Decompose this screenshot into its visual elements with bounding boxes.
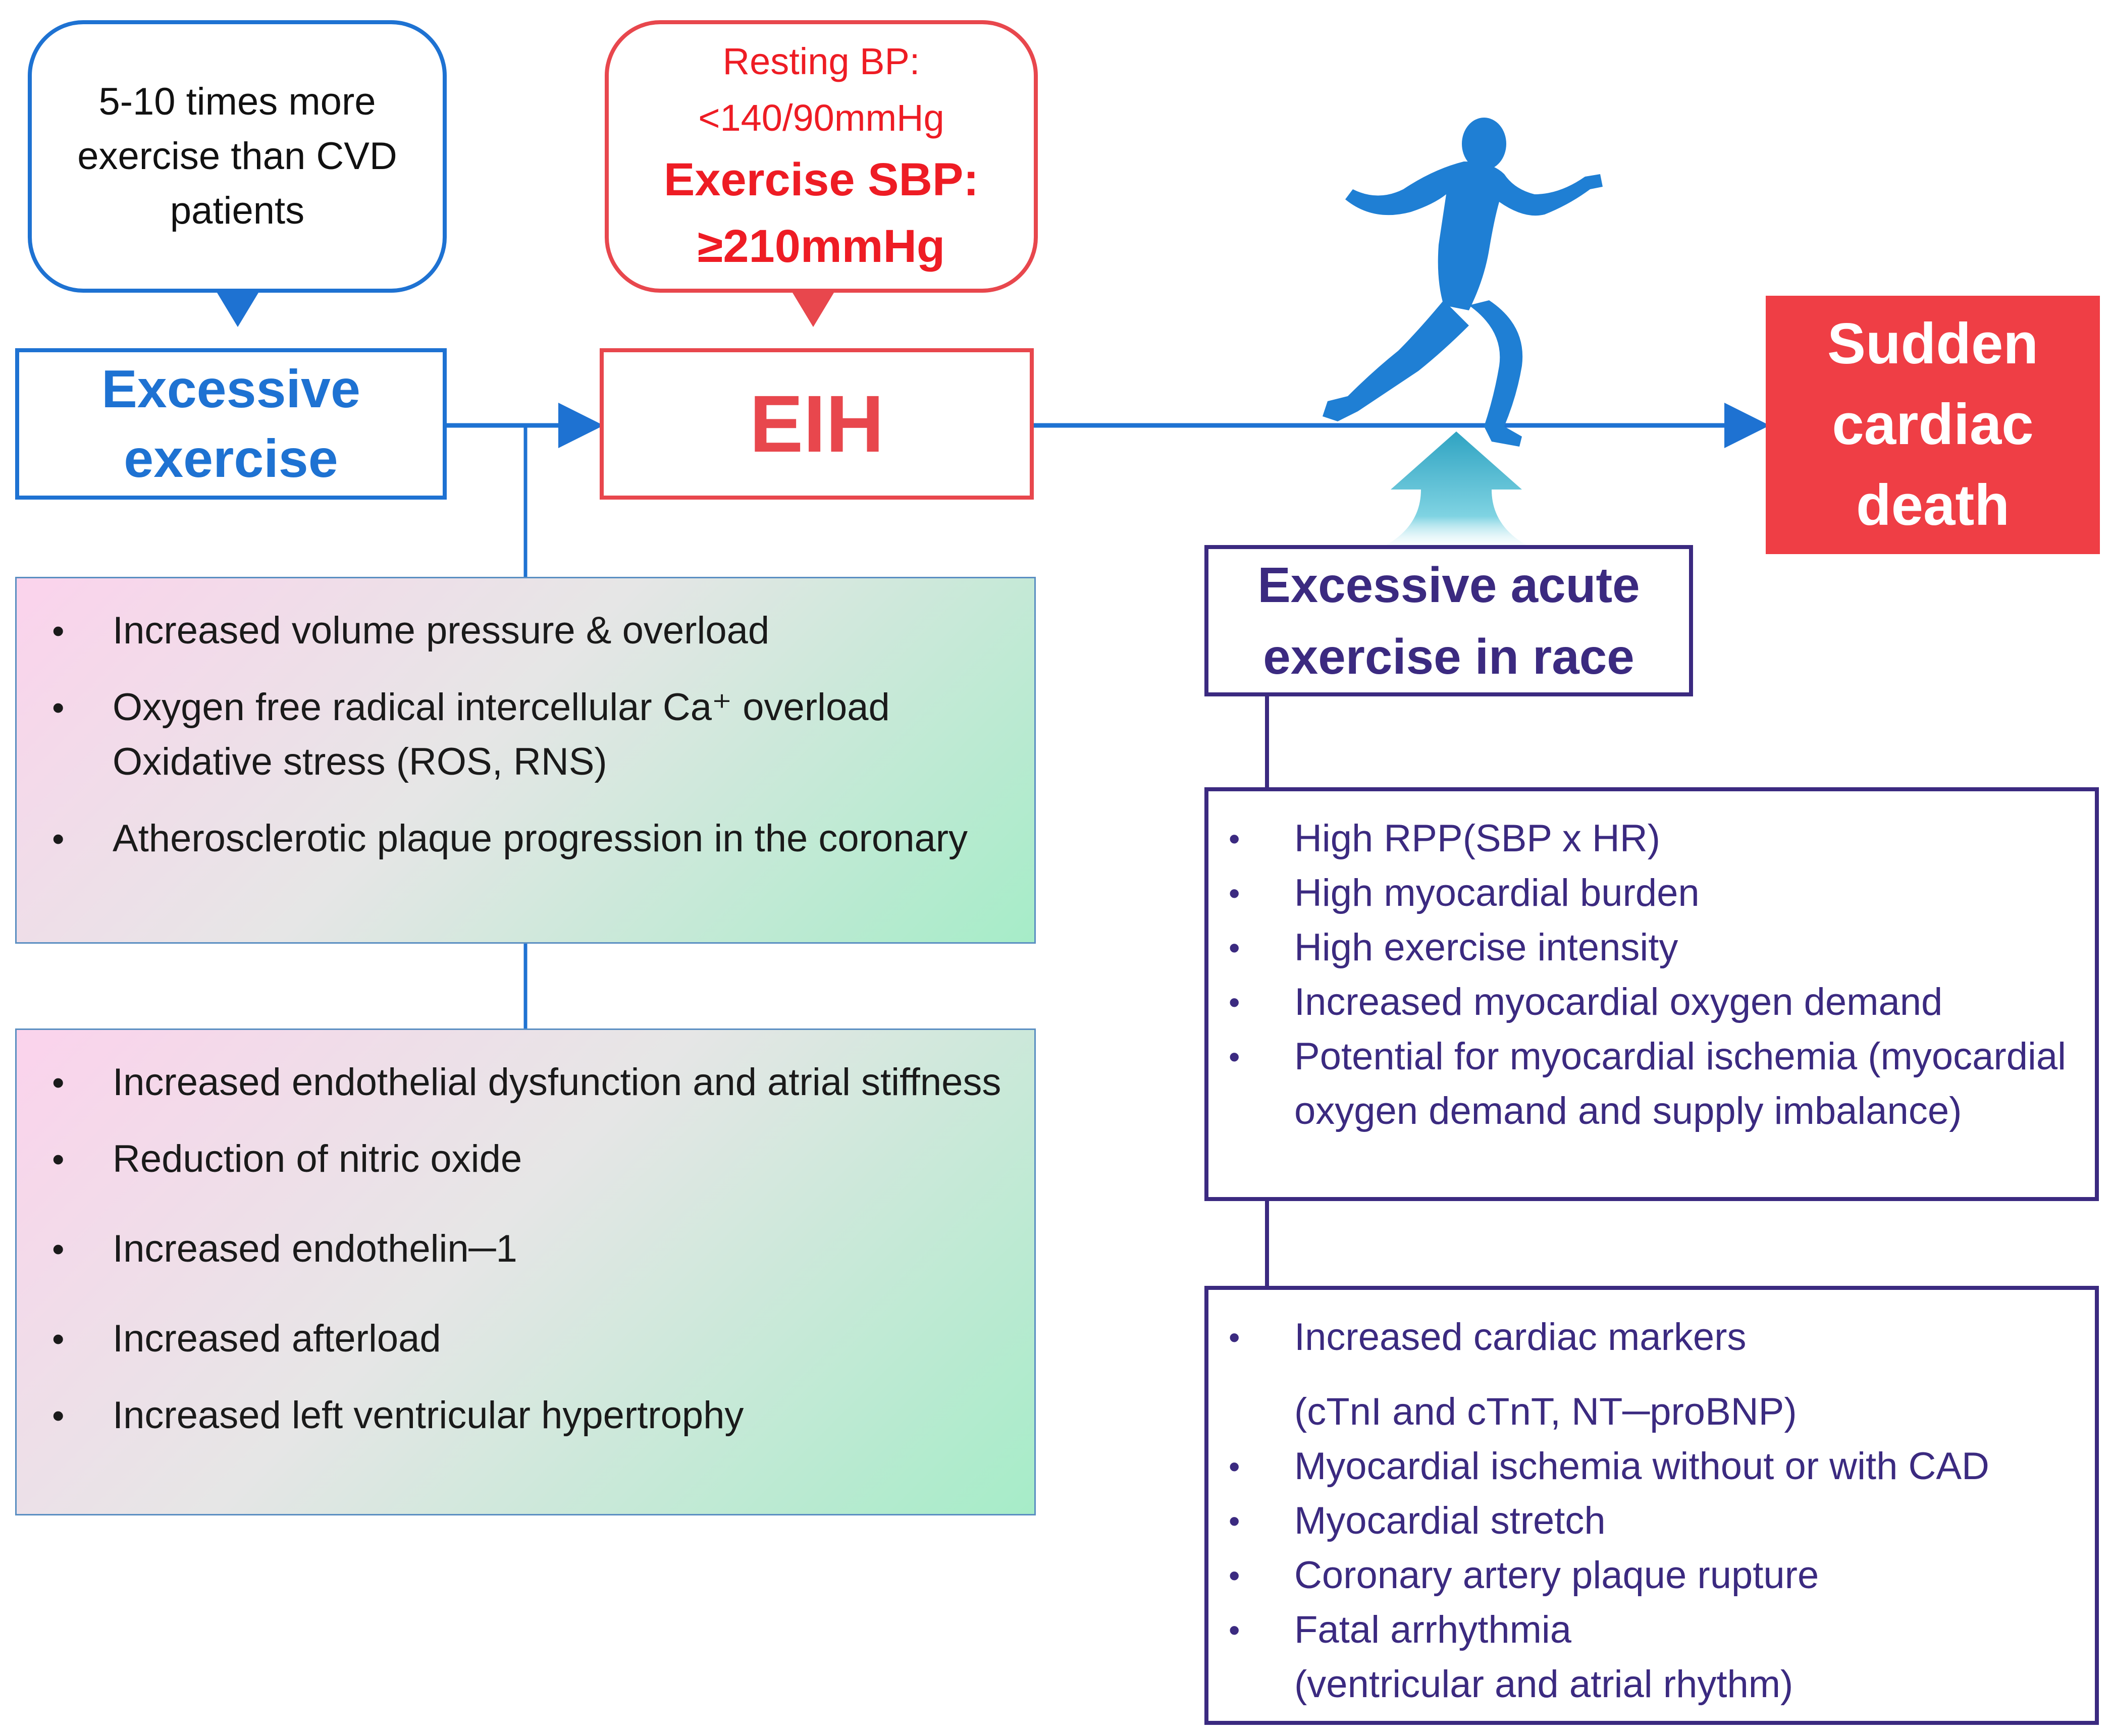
- upward-glow-arrow-icon: [1370, 431, 1542, 553]
- list-item: •Increased cardiac markers(cTnI and cTnT…: [1229, 1310, 2080, 1439]
- callout-exercise-volume: 5-10 times more exercise than CVD patien…: [28, 20, 447, 293]
- callout-exercise-volume-text: 5-10 times more exercise than CVD patien…: [77, 80, 397, 232]
- list-item: •Myocardial stretch: [1229, 1494, 2080, 1548]
- bullet-icon: •: [52, 688, 65, 727]
- node-sudden-cardiac-death: Sudden cardiac death: [1766, 296, 2100, 554]
- node-race-line1: Excessive acute: [1257, 557, 1640, 613]
- bullet-icon: •: [1229, 1557, 1240, 1594]
- bullet-icon: •: [52, 1396, 65, 1435]
- node-race-line2: exercise in race: [1263, 629, 1634, 684]
- bullet-icon: •: [52, 819, 65, 858]
- node-death-line3: death: [1856, 473, 2010, 537]
- callout-pointer-bp: [793, 293, 834, 327]
- node-death-line2: cardiac: [1832, 393, 2034, 457]
- node-eih-label: EIH: [749, 378, 884, 469]
- effects-primary-panel: •Increased volume pressure & overload •O…: [15, 577, 1036, 944]
- bullet-icon: •: [1229, 930, 1240, 966]
- list-item: •Fatal arrhythmia(ventricular and atrial…: [1229, 1603, 2080, 1712]
- exercise-sbp-label: Exercise SBP:: [664, 154, 979, 205]
- node-excessive-exercise-line2: exercise: [124, 429, 338, 489]
- exercise-sbp-value: ≥210mmHg: [697, 221, 945, 272]
- list-item: •Increased endothelin─1: [52, 1222, 1014, 1276]
- list-item: •Increased myocardial oxygen demand: [1229, 975, 2080, 1029]
- list-item: •Increased afterload: [52, 1312, 1014, 1366]
- list-item: • Atherosclerotic plaque progression in …: [52, 811, 1014, 866]
- resting-bp-value: <140/90mmHg: [698, 97, 944, 139]
- bullet-icon: •: [1229, 984, 1240, 1020]
- list-item: •Oxygen free radical intercellular Ca⁺ o…: [52, 680, 1014, 789]
- list-item: •Increased endothelial dysfunction and a…: [52, 1055, 1014, 1110]
- bullet-icon: •: [1229, 1503, 1240, 1539]
- bullet-icon: •: [52, 1229, 65, 1269]
- node-death-line1: Sudden: [1827, 312, 2038, 376]
- list-item: •Coronary artery plaque rupture: [1229, 1548, 2080, 1603]
- bullet-icon: •: [1229, 1448, 1240, 1485]
- bullet-icon: •: [1229, 875, 1240, 911]
- race-factors-panel: •High RPP(SBP x HR) •High myocardial bur…: [1204, 787, 2099, 1201]
- list-item: •Potential for myocardial ischemia (myoc…: [1229, 1029, 2080, 1138]
- list-item: •Increased volume pressure & overload: [52, 604, 1014, 658]
- list-item: •Reduction of nitric oxide: [52, 1132, 1014, 1186]
- node-excessive-exercise-line1: Excessive: [101, 359, 360, 419]
- node-eih: EIH: [600, 348, 1034, 500]
- bullet-icon: •: [52, 1063, 65, 1102]
- list-item: •High myocardial burden: [1229, 866, 2080, 920]
- list-item: •Increased left ventricular hypertrophy: [52, 1388, 1014, 1443]
- callout-pointer-exercise: [217, 293, 258, 327]
- bullet-icon: •: [1229, 1612, 1240, 1648]
- list-item: •Myocardial ischemia without or with CAD: [1229, 1439, 2080, 1494]
- bullet-icon: •: [1229, 1319, 1240, 1355]
- bullet-icon: •: [1229, 1039, 1240, 1075]
- bullet-icon: •: [1229, 821, 1240, 857]
- resting-bp-label: Resting BP:: [722, 40, 920, 82]
- callout-bp-thresholds: Resting BP: <140/90mmHg Exercise SBP: ≥2…: [605, 20, 1038, 293]
- bullet-icon: •: [52, 1319, 65, 1359]
- node-acute-exercise-race: Excessive acute exercise in race: [1204, 545, 1693, 696]
- bullet-icon: •: [52, 611, 65, 650]
- running-man-silhouette-icon: [1323, 118, 1603, 447]
- bullet-icon: •: [52, 1140, 65, 1179]
- list-item: •High RPP(SBP x HR): [1229, 811, 2080, 866]
- race-outcomes-panel: •Increased cardiac markers(cTnI and cTnT…: [1204, 1286, 2099, 1725]
- effects-secondary-panel: •Increased endothelial dysfunction and a…: [15, 1028, 1036, 1515]
- list-item: •High exercise intensity: [1229, 920, 2080, 975]
- node-excessive-exercise: Excessive exercise: [15, 348, 447, 500]
